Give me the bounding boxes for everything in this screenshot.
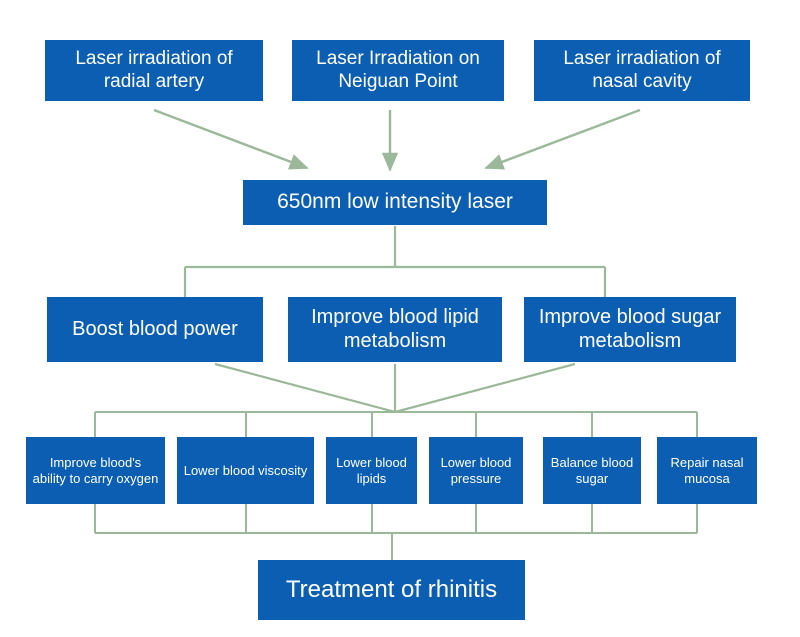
arrow-nasal-to-core: [484, 108, 641, 170]
outcome-balance-blood-sugar[interactable]: Balance blood sugar: [543, 437, 641, 504]
core-650nm-laser[interactable]: 650nm low intensity laser: [243, 180, 547, 225]
source-radial-artery-label: Laser irradiation of radial artery: [75, 48, 233, 92]
source-nasal-cavity-label: Laser irradiation of nasal cavity: [563, 48, 721, 92]
source-neiguan-point[interactable]: Laser Irradiation on Neiguan Point: [292, 40, 504, 101]
effect-blood-lipid-metabolism[interactable]: Improve blood lipid metabolism: [288, 297, 502, 362]
outcome-repair-nasal-mucosa-label: Repair nasal mucosa: [670, 455, 744, 486]
effect-blood-lipid-metabolism-label: Improve blood lipid metabolism: [311, 305, 479, 352]
outcome-blood-viscosity-label: Lower blood viscosity: [183, 462, 308, 478]
bracket-outcomes-to-result: [94, 504, 698, 560]
effect-boost-blood-power-label: Boost blood power: [72, 317, 238, 340]
converge-effects-to-hub: [214, 362, 576, 414]
outcome-balance-blood-sugar-label: Balance blood sugar: [550, 455, 634, 486]
outcome-blood-lipids-label: Lower blood lipids: [336, 455, 407, 486]
bracket-core-to-effects: [183, 226, 607, 297]
effect-blood-sugar-metabolism-label: Improve blood sugar metabolism: [538, 305, 722, 352]
source-radial-artery[interactable]: Laser irradiation of radial artery: [45, 40, 263, 101]
source-nasal-cavity[interactable]: Laser irradiation of nasal cavity: [534, 40, 750, 101]
outcome-blood-viscosity[interactable]: Lower blood viscosity: [177, 437, 314, 504]
result-treatment-rhinitis-label: Treatment of rhinitis: [285, 575, 498, 603]
bracket-hub-to-outcomes: [94, 411, 698, 437]
outcome-blood-pressure-label: Lower blood pressure: [440, 455, 512, 486]
source-neiguan-point-label: Laser Irradiation on Neiguan Point: [316, 48, 480, 92]
outcome-blood-pressure[interactable]: Lower blood pressure: [429, 437, 523, 504]
effect-boost-blood-power[interactable]: Boost blood power: [47, 297, 263, 362]
outcome-carry-oxygen[interactable]: Improve blood's ability to carry oxygen: [26, 437, 165, 504]
result-treatment-rhinitis[interactable]: Treatment of rhinitis: [258, 560, 525, 620]
outcome-repair-nasal-mucosa[interactable]: Repair nasal mucosa: [657, 437, 757, 504]
arrow-radial-to-core: [153, 108, 309, 170]
core-650nm-laser-label: 650nm low intensity laser: [277, 190, 513, 214]
outcome-carry-oxygen-label: Improve blood's ability to carry oxygen: [32, 455, 159, 486]
outcome-blood-lipids[interactable]: Lower blood lipids: [326, 437, 417, 504]
effect-blood-sugar-metabolism[interactable]: Improve blood sugar metabolism: [524, 297, 736, 362]
